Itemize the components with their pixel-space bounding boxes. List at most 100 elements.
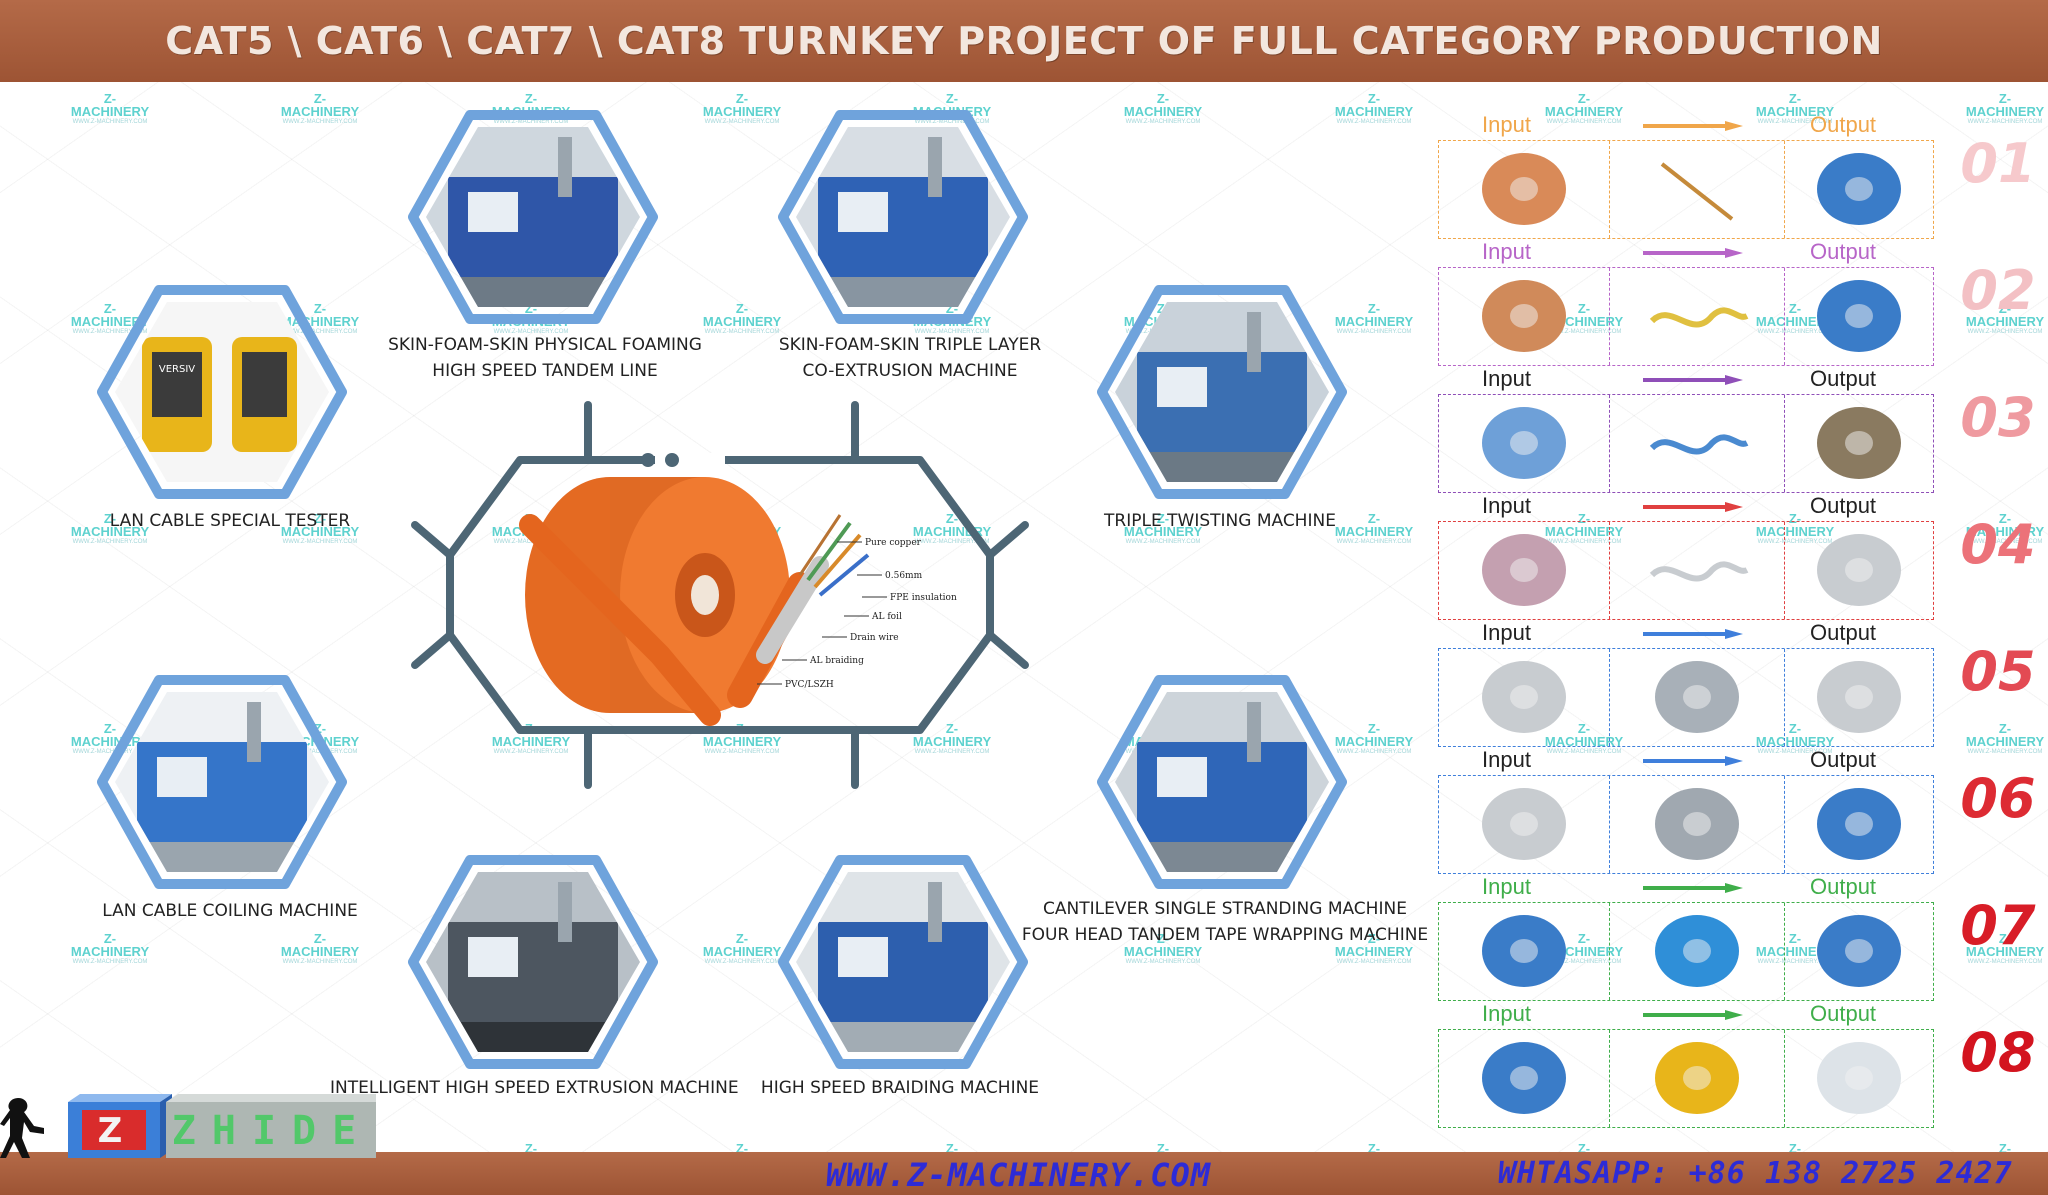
step-input-label: Input	[1482, 112, 1531, 137]
process-step-04: Input Output	[1438, 493, 1934, 620]
step-input-label: Input	[1482, 239, 1531, 264]
cable-cutaway	[727, 514, 870, 708]
layer-label: AL braiding	[809, 656, 864, 666]
step-output-label: Output	[1810, 1001, 1877, 1026]
step-input-label: Input	[1482, 1001, 1531, 1026]
tester-brand: VERSIV	[159, 364, 195, 375]
step-output-image	[1817, 407, 1901, 479]
step-output-label: Output	[1810, 493, 1877, 518]
step-output-label: Output	[1810, 239, 1877, 264]
step-input-label: Input	[1482, 493, 1531, 518]
process-step-02: Input Output	[1438, 239, 1934, 366]
logo-letter-blocks	[68, 1094, 376, 1158]
flow-arrow-icon	[1643, 502, 1743, 512]
step-input-image	[1482, 534, 1566, 606]
step-output-image	[1817, 915, 1901, 987]
step-row-box	[1438, 521, 1934, 620]
step-row-box	[1438, 902, 1934, 1001]
process-step-01: Input Output	[1438, 112, 1934, 239]
step-input-label: Input	[1482, 620, 1531, 645]
title-banner: CAT5 \ CAT6 \ CAT7 \ CAT8 TURNKEY PROJEC…	[0, 0, 2048, 82]
diagram-connectors	[411, 401, 1029, 789]
step-process-image	[1649, 307, 1749, 328]
hex-braiding-photo	[778, 855, 1028, 1069]
step-process-image	[1655, 661, 1739, 733]
label-twisting: TRIPLE TWISTING MACHINE	[1104, 511, 1336, 531]
flow-arrow-icon	[1643, 121, 1743, 131]
layer-label: 0.56mm	[885, 571, 923, 581]
step-output-image	[1817, 534, 1901, 606]
flow-arrow-icon	[1643, 1010, 1743, 1020]
step-row-box	[1438, 775, 1934, 874]
step-row-box	[1438, 267, 1934, 366]
step-row-box	[1438, 140, 1934, 239]
hex-stranding-photo	[1097, 675, 1347, 889]
logo-text: ZHIDE	[172, 1108, 372, 1154]
step-input-image	[1482, 788, 1566, 860]
label-extrusion: INTELLIGENT HIGH SPEED EXTRUSION MACHINE	[330, 1078, 739, 1098]
layer-label: Pure copper	[865, 538, 922, 548]
step-number-07: 07	[1960, 894, 2036, 957]
step-output-image	[1817, 788, 1901, 860]
step-input-label: Input	[1482, 874, 1531, 899]
layer-label: AL foil	[871, 612, 902, 622]
process-step-07: Input Output	[1438, 874, 1934, 1001]
label-stranding: CANTILEVER SINGLE STRANDING MACHINE FOUR…	[1021, 899, 1429, 945]
step-output-label: Output	[1810, 112, 1877, 137]
step-number-04: 04	[1960, 513, 2036, 576]
step-process-image	[1655, 788, 1739, 860]
flow-arrow-icon	[1643, 248, 1743, 258]
step-process-image	[1655, 1042, 1739, 1114]
step-process-image	[1649, 434, 1749, 455]
step-output-label: Output	[1810, 620, 1877, 645]
step-number-06: 06	[1960, 767, 2036, 830]
cable-tail	[519, 514, 721, 726]
layer-label: Drain wire	[850, 633, 899, 643]
flow-arrow-icon	[1643, 629, 1743, 639]
step-row-box	[1438, 394, 1934, 493]
zhide-logo: Z ZHIDE	[0, 1094, 376, 1158]
footer-whatsapp[interactable]: WHTASAPP: +86 138 2725 2427	[1498, 1156, 2013, 1191]
step-input-image	[1482, 280, 1566, 352]
step-process-image	[1649, 561, 1749, 582]
step-number-01: 01	[1960, 132, 2036, 195]
step-input-image	[1482, 1042, 1566, 1114]
step-number-03: 03	[1960, 386, 2036, 449]
step-input-image	[1482, 661, 1566, 733]
footer-bar: WWW.Z-MACHINERY.COM WHTASAPP: +86 138 27…	[0, 1152, 2048, 1195]
flow-arrow-icon	[1643, 883, 1743, 893]
step-output-image	[1817, 1042, 1901, 1114]
step-output-image	[1817, 661, 1901, 733]
hex-coiling-photo	[97, 675, 347, 889]
label-coextrusion: SKIN-FOAM-SKIN TRIPLE LAYER CO-EXTRUSION…	[778, 335, 1042, 381]
step-number-02: 02	[1960, 259, 2036, 322]
step-process-image	[1655, 915, 1739, 987]
label-foaming: SKIN-FOAM-SKIN PHYSICAL FOAMING HIGH SPE…	[388, 335, 702, 381]
step-output-label: Output	[1810, 747, 1877, 772]
step-row-box	[1438, 1029, 1934, 1128]
hex-twisting-photo	[1097, 285, 1347, 499]
pushing-man-icon	[0, 1098, 44, 1158]
step-input-image	[1482, 153, 1566, 225]
svg-text:Z: Z	[98, 1111, 123, 1151]
layer-label: FPE insulation	[890, 593, 957, 603]
label-coiling: LAN CABLE COILING MACHINE	[102, 901, 358, 921]
step-input-image	[1482, 915, 1566, 987]
step-number-08: 08	[1960, 1021, 2036, 1084]
label-braiding: HIGH SPEED BRAIDING MACHINE	[760, 1078, 1040, 1098]
hex-tester-photo: VERSIV	[97, 285, 347, 499]
footer-website[interactable]: WWW.Z-MACHINERY.COM	[826, 1156, 1212, 1194]
flow-arrow-icon	[1643, 756, 1743, 766]
process-step-08: Input Output	[1438, 1001, 1934, 1128]
step-output-label: Output	[1810, 874, 1877, 899]
step-number-05: 05	[1960, 640, 2036, 703]
layer-label: PVC/LSZH	[785, 680, 834, 690]
step-output-image	[1817, 280, 1901, 352]
hex-foaming-photo	[408, 110, 658, 324]
hex-extrusion-photo	[408, 855, 658, 1069]
step-output-image	[1817, 153, 1901, 225]
